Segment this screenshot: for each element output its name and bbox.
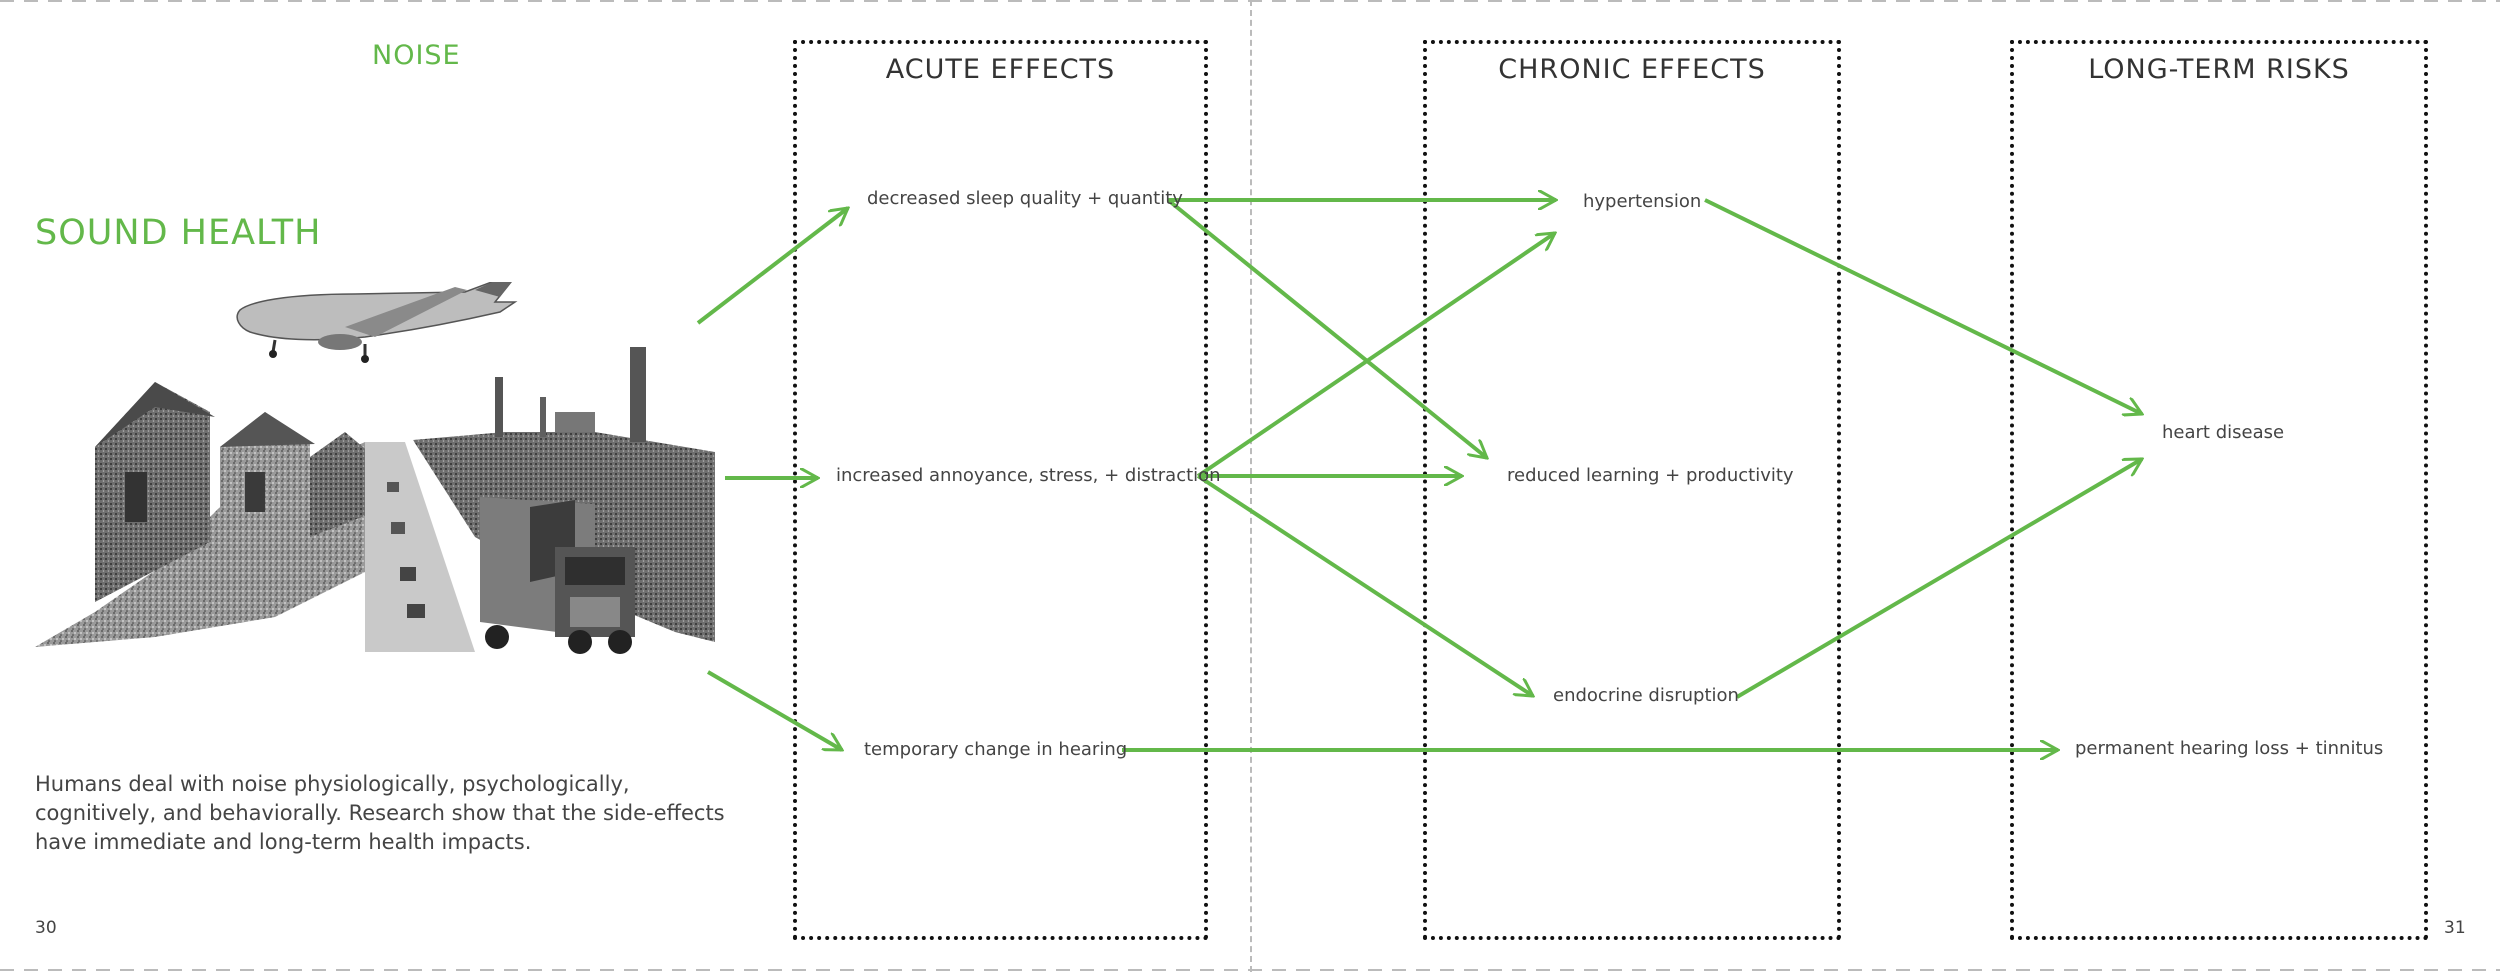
page-spine bbox=[1250, 0, 1252, 972]
arrow-noise-to-hearing-temp bbox=[706, 670, 842, 752]
page-number-right: 31 bbox=[2444, 918, 2466, 938]
node-hearing-perm: permanent hearing loss + tinnitus bbox=[2075, 738, 2384, 759]
long-term-risks-heading: LONG-TERM RISKS bbox=[2088, 54, 2350, 85]
acute-effects-heading: ACUTE EFFECTS bbox=[885, 54, 1116, 85]
node-sleep: decreased sleep quality + quantity bbox=[867, 188, 1183, 209]
road-icon bbox=[365, 442, 475, 652]
arrow-sleep-to-learning bbox=[1166, 198, 1487, 458]
noise-collage-image bbox=[35, 282, 715, 654]
arrow-hypertension-to-heart bbox=[1704, 198, 2142, 414]
arrow-annoyance-to-endocrine bbox=[1196, 474, 1533, 696]
arrow-noise-to-sleep bbox=[696, 208, 848, 325]
airplane-icon bbox=[236, 282, 518, 363]
node-heart: heart disease bbox=[2162, 422, 2285, 443]
long-term-risks-box bbox=[2010, 40, 2428, 940]
arrow-endocrine-to-heart bbox=[1735, 457, 2142, 699]
houses-icon bbox=[35, 382, 375, 647]
chronic-effects-box bbox=[1423, 40, 1841, 940]
node-learning: reduced learning + productivity bbox=[1507, 465, 1794, 486]
node-hearing-temp: temporary change in hearing bbox=[864, 739, 1128, 760]
acute-effects-box bbox=[793, 40, 1208, 940]
page-title: SOUND HEALTH bbox=[35, 213, 322, 253]
node-annoyance: increased annoyance, stress, + distracti… bbox=[836, 465, 1221, 486]
section-tag: NOISE bbox=[372, 40, 461, 71]
node-hypertension: hypertension bbox=[1583, 191, 1702, 212]
truck-icon bbox=[480, 497, 635, 654]
node-endocrine: endocrine disruption bbox=[1553, 685, 1739, 706]
page-number-left: 30 bbox=[35, 918, 57, 938]
chronic-effects-heading: CHRONIC EFFECTS bbox=[1498, 54, 1766, 85]
intro-paragraph: Humans deal with noise physiologically, … bbox=[35, 772, 725, 854]
arrow-annoyance-to-hypertension bbox=[1196, 233, 1555, 478]
